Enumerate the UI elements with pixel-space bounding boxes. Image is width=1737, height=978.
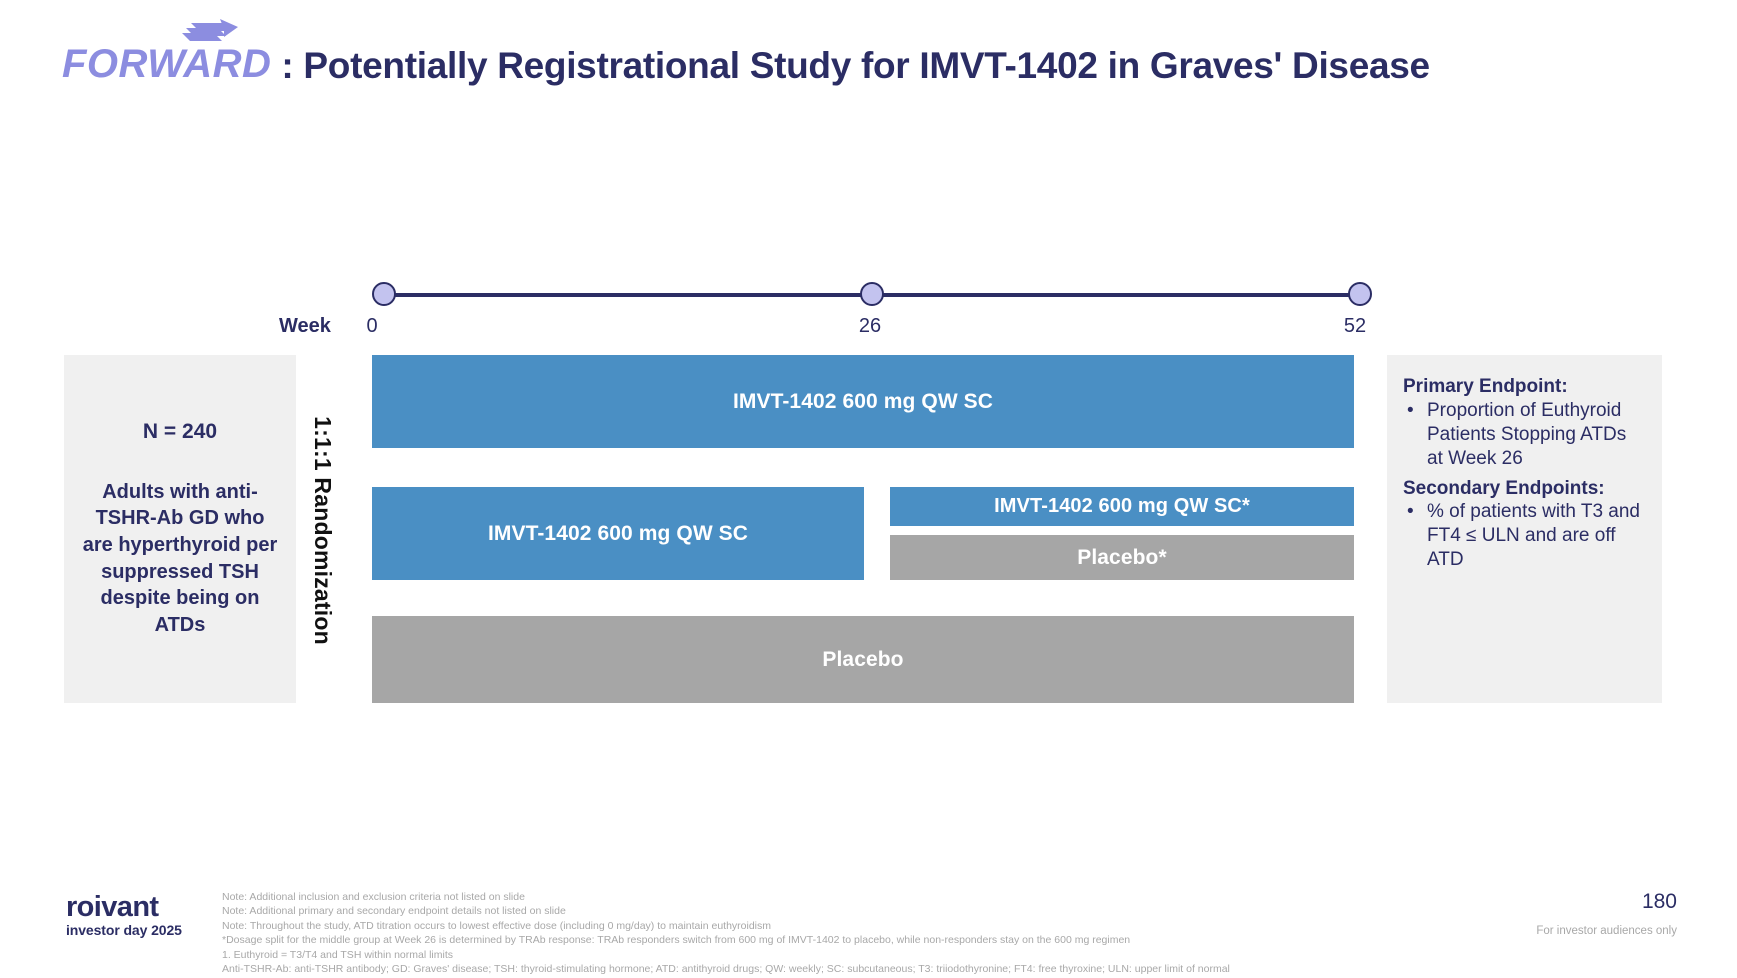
timeline-node-week-0 — [372, 282, 396, 306]
roivant-logo: roivant investor day 2025 — [66, 893, 182, 938]
timeline-node-week-26 — [860, 282, 884, 306]
arm-2-first-half-bar: IMVT-1402 600 mg QW SC — [372, 487, 864, 580]
footnote-line: Anti-TSHR-Ab: anti-TSHR antibody; GD: Gr… — [222, 963, 1230, 976]
footnote-line: Note: Throughout the study, ATD titratio… — [222, 919, 771, 932]
timeline-tick-26: 26 — [858, 315, 882, 337]
treatment-arms: IMVT-1402 600 mg QW SC IMVT-1402 600 mg … — [372, 355, 1372, 703]
arm-1-bar: IMVT-1402 600 mg QW SC — [372, 355, 1354, 448]
roivant-event-label: investor day 2025 — [66, 922, 182, 938]
population-panel: N = 240 Adults with anti-TSHR-Ab GD who … — [64, 355, 296, 703]
primary-endpoint-title: Primary Endpoint: — [1403, 376, 1568, 397]
roivant-wordmark: roivant — [66, 891, 159, 923]
timeline-tick-0: 0 — [366, 315, 378, 337]
arm-3-bar: Placebo — [372, 616, 1354, 703]
footnote-line: Note: Additional primary and secondary e… — [222, 905, 566, 918]
forward-logo: FORWARD — [62, 19, 275, 86]
population-n: N = 240 — [142, 419, 218, 443]
audience-disclaimer: For investor audiences only — [1536, 925, 1677, 937]
secondary-endpoint-list: % of patients with T3 and FT4 ≤ ULN and … — [1403, 500, 1646, 572]
timeline-axis-label: Week — [279, 315, 331, 337]
timeline-node-week-52 — [1348, 282, 1372, 306]
secondary-endpoint-item: % of patients with T3 and FT4 ≤ ULN and … — [1403, 500, 1646, 572]
slide-header: FORWARD : Potentially Registrational Stu… — [62, 19, 1430, 86]
footnote-line: *Dosage split for the middle group at We… — [222, 934, 1131, 947]
footnotes: Note: Additional inclusion and exclusion… — [222, 890, 1542, 977]
primary-endpoint-item: Proportion of Euthyroid Patients Stoppin… — [1403, 399, 1646, 471]
secondary-endpoints-title: Secondary Endpoints: — [1403, 477, 1605, 499]
page-title: : Potentially Registrational Study for I… — [281, 45, 1430, 86]
forward-arrow-icon — [182, 19, 238, 41]
randomization-label-text: 1:1:1 Randomization — [309, 415, 336, 645]
population-description: Adults with anti-TSHR-Ab GD who are hype… — [82, 480, 278, 636]
arm-2-second-half-placebo-bar: Placebo* — [890, 535, 1354, 580]
endpoints-panel: Primary Endpoint: Proportion of Euthyroi… — [1387, 355, 1662, 703]
study-timeline — [372, 282, 1372, 308]
timeline-tick-52: 52 — [1343, 315, 1367, 337]
randomization-label: 1:1:1 Randomization — [305, 410, 339, 650]
forward-logo-text: FORWARD — [62, 42, 272, 86]
arm-2-second-half-active-bar: IMVT-1402 600 mg QW SC* — [890, 487, 1354, 526]
footnote-line: Note: Additional inclusion and exclusion… — [222, 891, 525, 903]
page-number: 180 — [1641, 890, 1677, 913]
primary-endpoint-list: Proportion of Euthyroid Patients Stoppin… — [1403, 399, 1646, 471]
footnote-line: 1. Euthyroid = T3/T4 and TSH within norm… — [222, 948, 453, 961]
